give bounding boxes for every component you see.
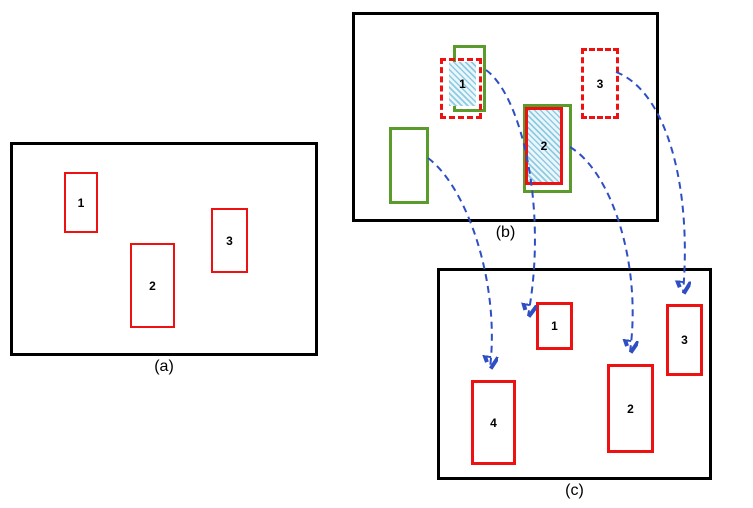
panel-a-box-3: 3 (211, 208, 248, 273)
panel-c-box-3: 3 (666, 304, 703, 376)
box-label: 2 (540, 139, 548, 153)
box-label: 3 (226, 233, 233, 248)
panel-b-box-1: 1 (449, 62, 476, 106)
panel-c: 1 4 2 3 (437, 268, 712, 480)
panel-b: 1 2 3 (352, 12, 659, 222)
box-label: 4 (490, 415, 497, 430)
caption-a: (a) (154, 358, 174, 375)
box-label: 2 (627, 401, 634, 416)
box-label: 3 (596, 76, 604, 91)
panel-a: 1 2 3 (10, 142, 318, 356)
panel-b-green-empty-box (389, 127, 429, 204)
panel-b-red-dashed-box-1 (440, 58, 482, 119)
panel-c-box-2: 2 (607, 364, 654, 453)
box-label: 1 (459, 77, 466, 91)
panel-b-box-3: 3 (581, 48, 619, 119)
box-label: 1 (551, 319, 558, 333)
panel-c-box-1: 1 (536, 302, 573, 350)
panel-a-box-1: 1 (64, 172, 98, 233)
box-label: 1 (77, 195, 85, 210)
caption-c: (c) (565, 482, 584, 499)
box-label: 2 (149, 278, 156, 293)
panel-a-box-2: 2 (130, 243, 175, 328)
caption-b: (b) (495, 224, 516, 241)
box-label: 3 (681, 333, 688, 347)
panel-b-box-2: 2 (525, 107, 563, 185)
panel-c-box-4: 4 (471, 380, 516, 465)
